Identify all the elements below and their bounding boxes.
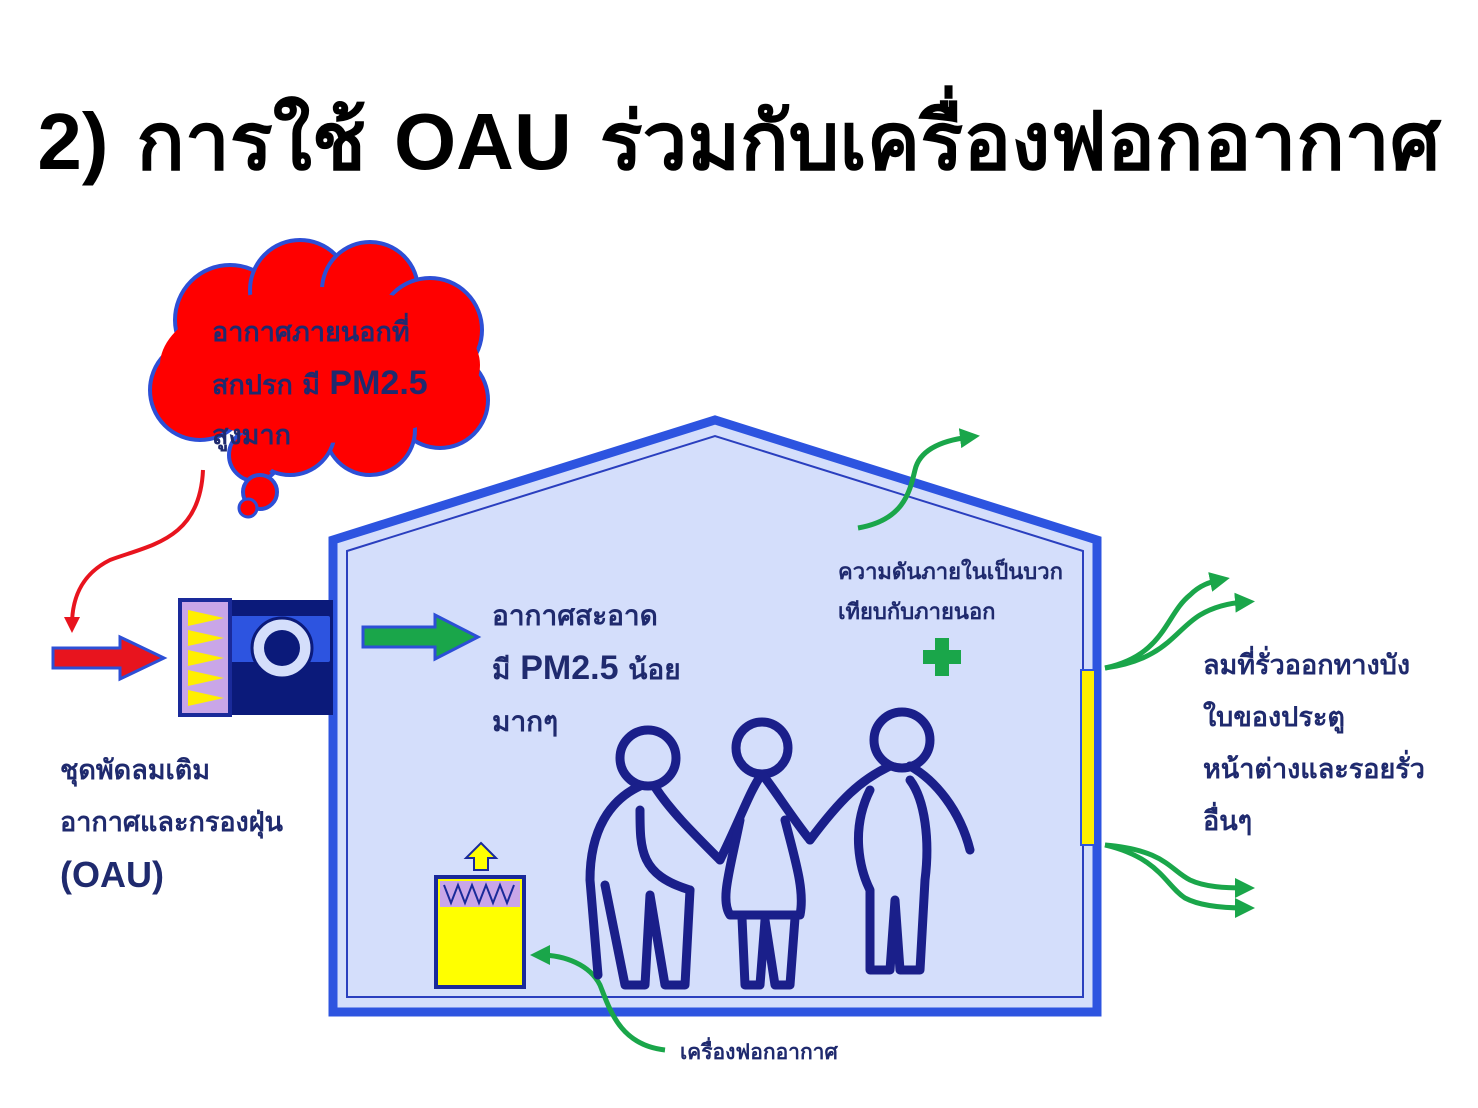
leak-arrow-bottom-1 [1104,842,1255,898]
title-prefix: 2) [37,97,109,186]
house-outline [328,415,1102,1017]
leak-label: ลมที่รั่วออกทางบัง ใบของประตู หน้าต่างแล… [1203,640,1425,848]
clean-air-arrow [361,612,482,662]
clean-line-2a: มี [492,653,511,686]
oau-unit [178,598,333,717]
oau-label: ชุดพัดลมเติม อากาศและกรองฝุ่น (OAU) [60,745,283,901]
leak-line-4: อื่นๆ [1203,806,1253,837]
leak-arrow-top-2 [1104,592,1255,671]
cloud-pm25: PM2.5 [329,364,428,402]
leak-line-1: ลมที่รั่วออกทางบัง [1203,650,1411,681]
clean-line-2: มี PM2.5 น้อย [492,642,681,696]
purifier-label: เครื่องฟอกอากาศ [680,1039,838,1064]
pressure-label: ความดันภายในเป็นบวก เทียบกับภายนอก [838,552,1063,632]
leak-line-2: ใบของประตู [1203,702,1345,733]
title-brand: OAU [393,97,572,186]
roof-outflow-arrow [857,428,980,531]
cloud-label: อากาศภายนอกที่ สกปรก มี PM2.5 สูงมาก [212,308,428,461]
clean-pm25: PM2.5 [520,649,619,687]
air-purifier-icon [434,841,526,989]
title-rest: ร่วมกับเครื่องฟอกอากาศ [599,94,1441,188]
cloud-line-2a: สกปรก มี [212,370,321,401]
purifier-pointer-arrow [530,945,666,1053]
door-gap-strip [1080,669,1096,846]
cloud-line-2: สกปรก มี PM2.5 [212,358,428,411]
clean-line-3: มากๆ [492,705,559,738]
cloud-line-3: สูงมาก [212,420,291,451]
dirty-air-inlet-arrow [51,634,168,682]
clean-line-1: อากาศสะอาด [492,599,658,632]
cloud-pointer-arrow [64,469,205,633]
clean-line-2c: น้อย [628,653,681,686]
pressure-line-2: เทียบกับภายนอก [838,599,996,625]
cloud-line-1: อากาศภายนอกที่ [212,317,410,348]
oau-line-2: อากาศและกรองฝุ่น [60,807,284,838]
leak-line-3: หน้าต่างและรอยรั่ว [1203,754,1425,785]
family-figures [585,707,975,990]
oau-line-3: (OAU) [60,854,164,895]
leak-arrow-top-1 [1104,572,1230,671]
purifier-up-arrow [463,841,499,871]
leak-arrow-bottom-2 [1104,842,1255,918]
pressure-line-1: ความดันภายในเป็นบวก [838,559,1063,585]
plus-icon [923,638,961,676]
page-title: 2) การใช้ OAU ร่วมกับเครื่องฟอกอากาศ [0,78,1478,205]
clean-air-label: อากาศสะอาด มี PM2.5 น้อย มากๆ [492,590,681,748]
oau-line-1: ชุดพัดลมเติม [60,755,211,786]
title-mid: การใช้ [136,94,367,188]
